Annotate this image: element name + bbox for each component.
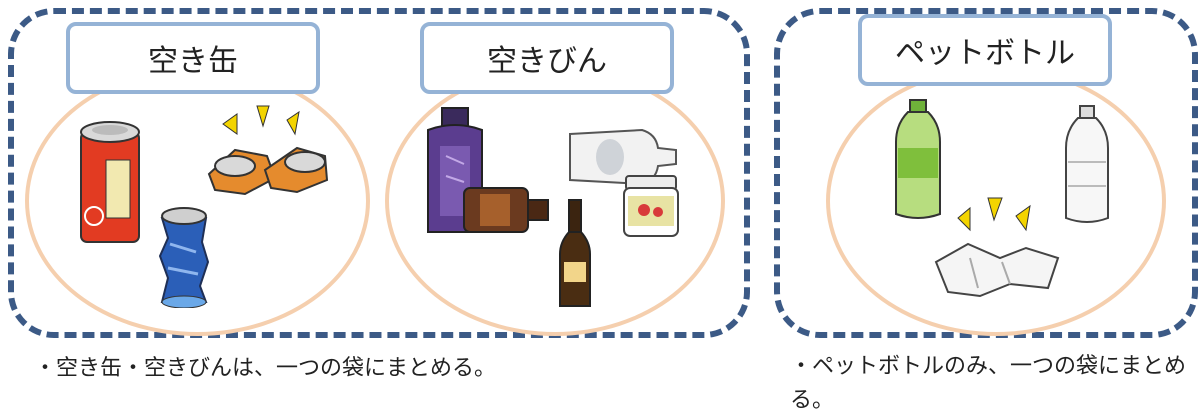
bin-label: 空きびん: [420, 22, 674, 94]
brown-bottle-icon: [463, 187, 549, 233]
clear-pet-bottle-icon: [1065, 105, 1109, 223]
blue-crushed-can-icon: [158, 207, 210, 308]
cans-bins-group-frame: [8, 8, 750, 338]
jam-jar-icon: [623, 175, 679, 237]
note-cans-bins: ・空き缶・空きびんは、一つの袋にまとめる。: [34, 356, 497, 381]
green-pet-bottle-icon: [895, 99, 941, 219]
flattened-cans-icon: [207, 105, 329, 196]
clear-jar-icon: [569, 128, 677, 186]
crushed-pet-bottle-icon: [934, 197, 1060, 298]
beer-bottle-icon: [559, 199, 591, 307]
pet-label: ペットボトル: [858, 14, 1112, 86]
note-pet-bottles: ・ペットボトルのみ、一つの袋にまとめる。: [790, 354, 1187, 413]
red-can-icon: [80, 121, 140, 243]
can-label: 空き缶: [66, 22, 320, 94]
